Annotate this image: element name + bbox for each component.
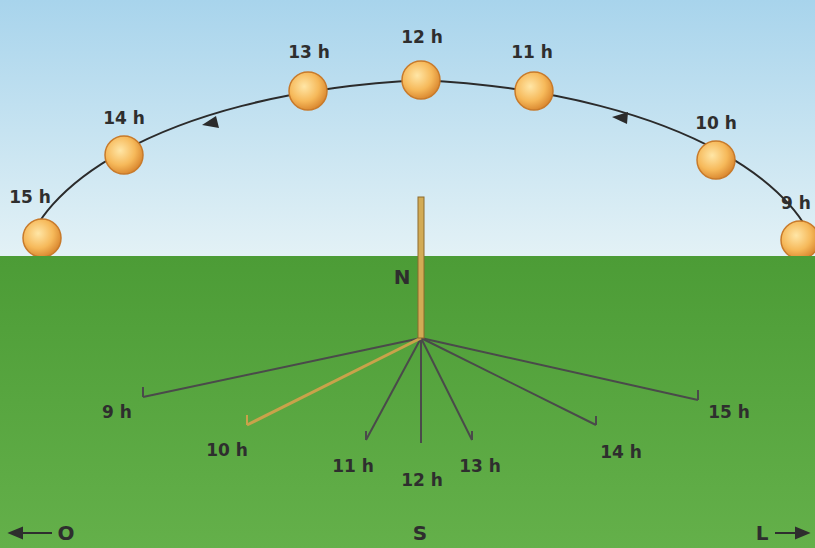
sun (515, 72, 553, 110)
shadow-line (421, 338, 472, 440)
shadow-line (247, 338, 421, 425)
shadow-tick (471, 431, 473, 440)
arrowhead (796, 528, 808, 538)
hour-label: 14 h (600, 443, 642, 462)
shadow-line (143, 338, 421, 397)
sun (289, 72, 327, 110)
path-arrow (612, 112, 628, 124)
sun (402, 61, 440, 99)
shadow-line (420, 338, 422, 443)
direction-arrows (10, 528, 808, 538)
direction-label: L (756, 522, 769, 544)
hour-label: 15 h (708, 403, 750, 422)
shadow-tick (142, 387, 144, 397)
hour-label: 11 h (332, 457, 374, 476)
shadows (143, 338, 698, 443)
direction-label: O (57, 522, 74, 544)
hour-label: 10 h (695, 114, 737, 133)
ground (0, 256, 815, 548)
direction-label: S (413, 522, 427, 544)
hour-label: 12 h (401, 28, 443, 47)
hour-label: 10 h (206, 441, 248, 460)
shadow-tick (595, 416, 597, 425)
sun (23, 219, 61, 257)
hour-label: 12 h (401, 471, 443, 490)
arrowhead (10, 528, 22, 538)
shadow-line (421, 338, 596, 425)
sun (697, 141, 735, 179)
gnomon-stick (418, 197, 424, 338)
hour-label: 11 h (511, 43, 553, 62)
west-arrow (18, 532, 52, 534)
shadow-line (421, 338, 698, 400)
hour-label: 9 h (781, 194, 811, 213)
sun (781, 221, 815, 259)
hour-label: 13 h (288, 43, 330, 62)
path-arrow (202, 116, 219, 128)
shadow-tick (246, 415, 248, 425)
shadow-tick (697, 390, 699, 400)
hour-label: 13 h (459, 457, 501, 476)
hour-label: 15 h (9, 188, 51, 207)
shadow-tick (365, 431, 367, 440)
sun (105, 136, 143, 174)
hour-label: 14 h (103, 109, 145, 128)
hour-label: 9 h (102, 403, 132, 422)
north-label: N (394, 266, 411, 288)
sky (0, 0, 815, 260)
